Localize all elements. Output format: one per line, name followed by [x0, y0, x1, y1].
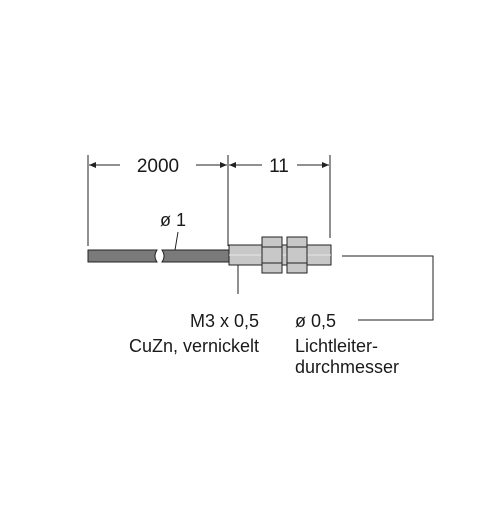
- extension-lines: [87, 155, 331, 246]
- cable-left-segment: [87, 249, 158, 263]
- hex-nut-1: [261, 236, 283, 274]
- hex-nut-2: [286, 236, 308, 274]
- cable-diameter-label: ø 1: [160, 210, 186, 230]
- fiber-label-line3: durchmesser: [295, 357, 399, 377]
- fiber-label-line2: Lichtleiter-: [295, 336, 378, 356]
- fiber-diameter-leader: [342, 255, 434, 321]
- thread-spec-label: M3 x 0,5: [190, 311, 259, 331]
- cable-diameter-leader: [174, 231, 179, 251]
- cable-right-segment: [161, 249, 230, 263]
- dimension-label-11: 11: [269, 156, 289, 177]
- fiber-diameter-label: ø 0,5: [295, 311, 336, 331]
- dimension-label-2000: 2000: [137, 156, 179, 177]
- material-label: CuZn, vernickelt: [129, 336, 259, 356]
